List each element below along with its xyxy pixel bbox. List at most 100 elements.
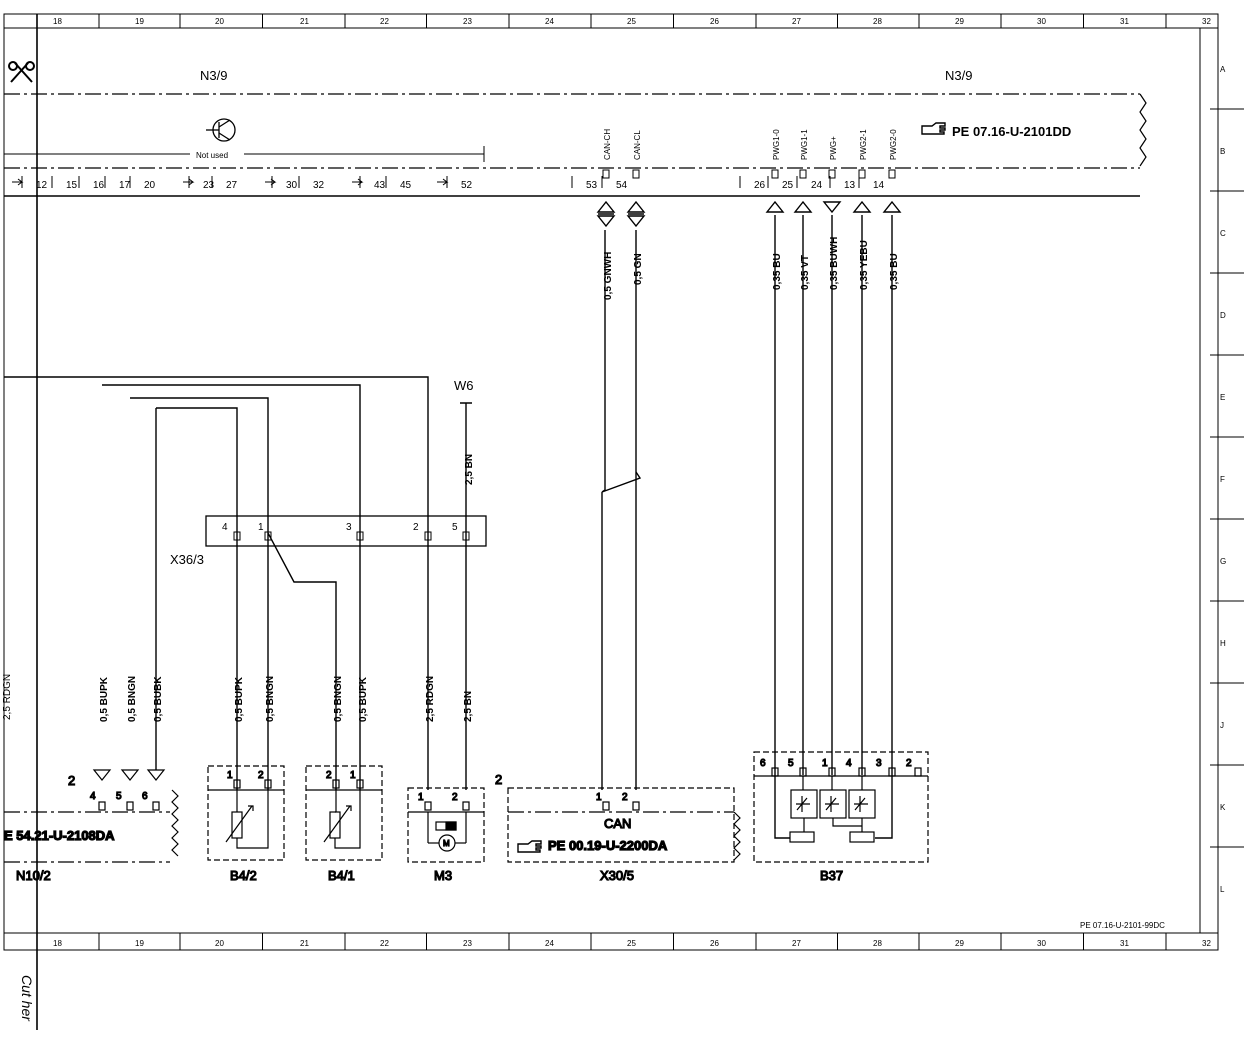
pwm-signal-label: PWG2-1: [859, 129, 868, 160]
wire-label-b42: 0,5 BUPK: [234, 676, 245, 722]
wire-label-m3: 2,5 RDGN: [425, 676, 436, 722]
motor-symbol: M: [443, 839, 450, 848]
wire-label-b41: 0,5 BUPK: [358, 676, 369, 722]
m3-connector: 2: [495, 772, 502, 787]
column-number-bottom: 27: [792, 939, 801, 948]
column-number-bottom: 29: [955, 939, 964, 948]
row-letter: A: [1220, 65, 1226, 74]
column-number-top: 23: [463, 17, 472, 26]
wire-label-w6: 2,5 BN: [464, 454, 475, 485]
hand-pointer-icon: [517, 840, 542, 853]
column-number-bottom: 18: [53, 939, 62, 948]
n10-label: N10/2: [16, 868, 51, 883]
column-number-top: 26: [710, 17, 719, 26]
ecu-pin-number: 16: [93, 180, 105, 191]
ground-label: W6: [454, 378, 474, 393]
n10-pin-number: 5: [116, 791, 122, 802]
wire-label-pwm: 0,35 BU: [889, 253, 900, 290]
b37-pin: 5: [788, 758, 794, 769]
m3-pin: 2: [452, 792, 458, 803]
x30-pin: 1: [596, 792, 602, 803]
scissors-icon: [8, 61, 35, 83]
wire-label-n10: 0,5 BNGN: [127, 676, 138, 722]
n10-pin-number: 6: [142, 791, 148, 802]
ecu-pin-number: 54: [616, 180, 628, 191]
column-number-top: 24: [545, 17, 554, 26]
column-number-top: 18: [53, 17, 62, 26]
x36-pin-number: 1: [258, 522, 264, 533]
wire-label-can-high: 0,5 GNWH: [603, 252, 614, 300]
ecu-pin-number: 12: [36, 180, 48, 191]
wire-label-b42: 0,5 BNGN: [265, 676, 276, 722]
ecu-reference: PE 07.16-U-2101DD: [952, 124, 1071, 139]
ecu-pin-number: 20: [144, 180, 156, 191]
pwm-signal-label: PWG+: [829, 136, 838, 160]
ecu-pin-number: 13: [844, 180, 856, 191]
diagram-frame: [3, 13, 1219, 1030]
column-number-bottom: 31: [1120, 939, 1129, 948]
column-number-top: 25: [627, 17, 636, 26]
pwm-signal-label: PWG1-1: [800, 129, 809, 160]
wire-label-cut: 2,5 RDGN: [2, 674, 13, 720]
row-letter: L: [1220, 885, 1225, 894]
x36-pin-number: 2: [413, 522, 419, 533]
ecu-pin-number: 23: [203, 180, 215, 191]
column-number-bottom: 26: [710, 939, 719, 948]
column-number-bottom: 32: [1202, 939, 1211, 948]
column-number-bottom: 25: [627, 939, 636, 948]
column-number-top: 21: [300, 17, 309, 26]
component-b4-1-label: B4/1: [328, 868, 355, 883]
ecu-label-left: N3/9: [200, 68, 227, 83]
wires: [4, 200, 902, 839]
x36-pin-number: 4: [222, 522, 228, 533]
x30-label: X30/5: [600, 868, 634, 883]
column-number-top: 19: [135, 17, 144, 26]
column-number-top: 27: [792, 17, 801, 26]
ecu-pin-number: 26: [754, 180, 766, 191]
b37-pin: 3: [876, 758, 882, 769]
x30-reference: PE 00.19-U-2200DA: [548, 838, 668, 853]
column-number-bottom: 23: [463, 939, 472, 948]
wire-label-n10: 0,5 BUPK: [99, 676, 110, 722]
b37-pin: 1: [822, 758, 828, 769]
column-number-top: 20: [215, 17, 224, 26]
x30-bus-label: CAN: [604, 816, 631, 831]
wire-label-can-low: 0,5 GN: [633, 253, 644, 285]
ecu-pin-number: 52: [461, 180, 473, 191]
wire-label-b41: 0,5 BNGN: [333, 676, 344, 722]
footer-reference: PE 07.16-U-2101-99DC: [1080, 921, 1165, 930]
ecu-label-right: N3/9: [945, 68, 972, 83]
component-b4-2-label: B4/2: [230, 868, 257, 883]
component-b4-2-pin: 2: [258, 770, 264, 781]
x36-pin-number: 3: [346, 522, 352, 533]
wire-label-pwm: 0,35 BUWH: [829, 237, 840, 290]
wire-label-m3: 2,5 BN: [463, 691, 474, 722]
wire-label-pwm: 0,35 YEBU: [859, 240, 870, 290]
row-letter: J: [1220, 721, 1224, 730]
wire-label-n10: 0,5 BUBK: [153, 676, 164, 722]
ecu-pin-number: 15: [66, 180, 78, 191]
n10-connector: 2: [68, 773, 75, 788]
b37-pin: 4: [846, 758, 852, 769]
m3-label: M3: [434, 868, 452, 883]
row-letter: E: [1220, 393, 1225, 402]
component-m3: 2 1 2M M3: [407, 771, 503, 884]
column-number-top: 32: [1202, 17, 1211, 26]
row-letter: G: [1220, 557, 1226, 566]
wire-label-pwm: 0,35 BU: [772, 253, 783, 290]
column-number-bottom: 28: [873, 939, 882, 948]
wire-labels: 0,5 GNWH 0,5 GN 0,35 BU 0,35 VT 0,35 BUWH 0,3…: [2, 237, 900, 722]
transistor-icon: [206, 118, 236, 142]
ecu-pin-number: 24: [811, 180, 823, 191]
wire-label-pwm: 0,35 VT: [800, 255, 811, 290]
m3-pin: 1: [418, 792, 424, 803]
row-letter: D: [1220, 311, 1226, 320]
row-letter: H: [1220, 639, 1226, 648]
